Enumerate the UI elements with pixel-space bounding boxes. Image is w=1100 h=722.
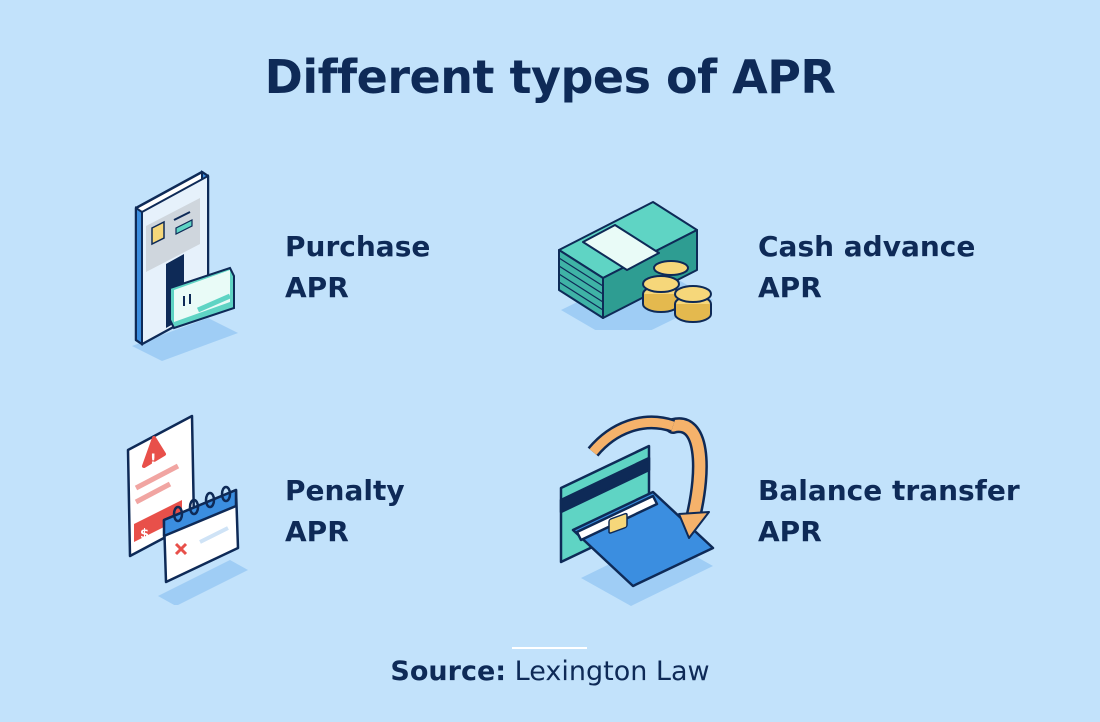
item-label-line1: Cash advance	[758, 230, 976, 263]
source-credit: Source: Lexington Law	[0, 656, 1100, 687]
item-purchase-apr: Purchase APR	[285, 226, 430, 308]
item-label-line1: Penalty	[285, 474, 405, 507]
item-label-line2: APR	[285, 271, 349, 304]
card-transfer-icon	[559, 415, 715, 606]
page-title: Different types of APR	[264, 50, 836, 104]
item-penalty-apr: Penalty APR	[285, 470, 405, 552]
item-label-line1: Purchase	[285, 230, 431, 263]
item-label-line1: Balance transfer	[758, 474, 1020, 507]
source-name: Lexington Law	[514, 656, 710, 687]
item-label-line2: APR	[285, 515, 349, 548]
svg-text:!: !	[150, 452, 156, 468]
item-label-line2: APR	[758, 271, 822, 304]
cash-stack-icon	[558, 201, 713, 330]
source-label: Source:	[390, 656, 507, 687]
item-cash-advance-apr: Cash advance APR	[758, 226, 975, 308]
phone-card-icon	[132, 170, 238, 361]
item-balance-transfer-apr: Balance transfer APR	[758, 470, 1020, 552]
item-label-line2: APR	[758, 515, 822, 548]
svg-text:$: $	[140, 527, 149, 542]
warning-calendar-icon: ! $	[126, 414, 248, 605]
divider	[512, 647, 587, 649]
